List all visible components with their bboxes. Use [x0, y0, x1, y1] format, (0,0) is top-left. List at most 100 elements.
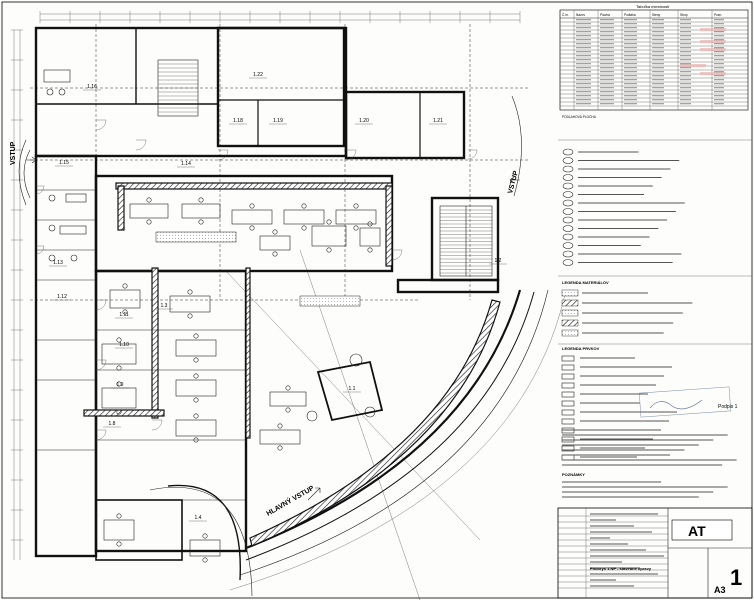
chair — [202, 533, 208, 539]
desk — [335, 209, 377, 225]
legend-symbol — [562, 165, 574, 173]
door-swing — [135, 139, 147, 151]
chair — [326, 247, 332, 253]
chair — [122, 283, 128, 289]
chair — [193, 373, 199, 379]
room-label: 1.11 — [119, 312, 129, 318]
legend-element-symbol — [561, 409, 575, 416]
room-label: 1.9 — [117, 382, 124, 388]
legend-material-swatch — [561, 309, 579, 317]
legend-symbol — [562, 216, 574, 224]
chair — [193, 333, 199, 339]
door-swing — [35, 245, 45, 255]
desk — [169, 295, 211, 313]
building-walls — [34, 26, 500, 558]
chair — [272, 251, 278, 257]
legend-symbol — [562, 259, 574, 266]
chair — [249, 225, 255, 231]
furniture — [101, 197, 381, 563]
door-swing — [151, 419, 163, 431]
door-swing — [95, 119, 107, 131]
staircase-top — [157, 59, 199, 117]
room-label: 1.22 — [253, 72, 263, 78]
chair — [367, 221, 373, 227]
legend-element-symbol — [561, 364, 575, 371]
chair — [277, 445, 283, 451]
chair — [146, 197, 152, 203]
chair — [116, 513, 122, 519]
counter — [155, 231, 237, 243]
desk — [109, 289, 141, 309]
legend-material-swatch — [561, 289, 579, 297]
room-label: 1.1 — [349, 386, 356, 392]
chair — [249, 203, 255, 209]
legend-panel: LEGENDA MATERIÁLOV LEGENDA PRVKOV POZNÁM… — [558, 139, 752, 498]
room-label: 1.21 — [433, 118, 443, 124]
room-label: 1.16 — [87, 84, 97, 90]
desk — [101, 387, 137, 409]
desk — [129, 203, 169, 219]
chair — [193, 413, 199, 419]
room-table-footer: PODLAHOVÁ PLOCHA — [562, 115, 597, 119]
highlight-cell — [700, 72, 726, 76]
chair — [198, 219, 204, 225]
room-label: 1.2 — [495, 258, 502, 264]
legend-symbol — [562, 182, 574, 190]
staircase-right — [439, 205, 493, 277]
desk — [181, 203, 221, 219]
legend-element-symbol — [561, 445, 575, 452]
room-label: 1.4 — [195, 515, 202, 521]
legend-element-symbol — [561, 382, 575, 389]
legend-material-swatch — [561, 329, 579, 337]
door-swing — [391, 249, 403, 261]
chair — [277, 423, 283, 429]
legend-symbol — [562, 157, 574, 164]
desk — [259, 429, 301, 445]
room-label: 1.14 — [181, 161, 191, 167]
core-room-1-1 — [306, 353, 384, 422]
sheet-format: A3 — [714, 585, 726, 595]
chair — [187, 313, 193, 319]
room-label: 1.19 — [273, 118, 283, 124]
legend-symbol — [562, 208, 574, 215]
room-label: 1.13 — [53, 260, 63, 266]
table-header: Plocha — [600, 13, 610, 17]
chair — [193, 357, 199, 363]
chair — [272, 229, 278, 235]
legend-symbol — [562, 233, 574, 241]
room-label: 1.10 — [119, 342, 129, 348]
highlight-cell — [700, 40, 726, 44]
table-header: Strop — [680, 13, 688, 17]
legend-heading-materials: LEGENDA MATERIÁLOV — [562, 280, 609, 285]
legend-symbol — [562, 174, 574, 181]
desk — [231, 209, 273, 225]
door-swings — [35, 119, 478, 441]
counter — [299, 295, 361, 307]
chair — [285, 407, 291, 413]
sheet-number: 1 — [730, 565, 742, 590]
chair — [122, 309, 128, 315]
door-swing — [35, 185, 45, 195]
door-swing — [467, 149, 478, 160]
grid-axes — [30, 24, 530, 601]
title-block: AT Pôdorys 1.NP - stavebné úpravy A3 1 — [557, 507, 753, 599]
door-swing — [95, 429, 107, 441]
chair — [202, 557, 208, 563]
approval-stamp: Podpis 1 — [639, 386, 738, 418]
legend-symbol — [562, 225, 574, 232]
chair — [187, 289, 193, 295]
chair — [353, 203, 359, 209]
chair — [285, 385, 291, 391]
sheet-title: Pôdorys 1.NP - stavebné úpravy — [590, 566, 652, 571]
desk — [175, 379, 217, 397]
sanitary-fixtures — [43, 69, 87, 262]
table-header: Pozn. — [714, 13, 722, 17]
legend-element-symbol — [561, 355, 575, 362]
room-table-title: Tabuľka miestností — [636, 4, 670, 9]
curved-facade — [18, 95, 567, 597]
legend-symbol — [562, 148, 574, 156]
room-label: 1.12 — [57, 294, 67, 300]
